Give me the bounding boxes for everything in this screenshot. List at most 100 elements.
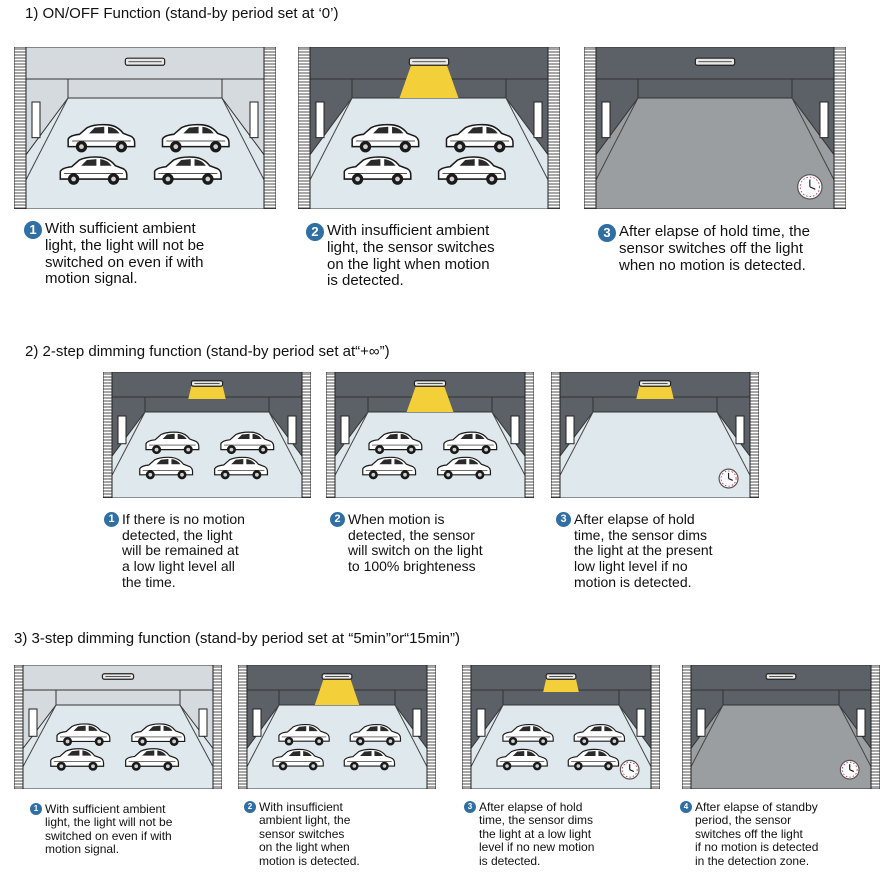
car-icon <box>139 456 194 480</box>
car-icon <box>214 456 269 480</box>
car-icon <box>272 748 324 771</box>
caption-line: ambient light, the <box>259 813 351 828</box>
caption-line: is detected. <box>327 272 404 290</box>
car-icon <box>59 156 128 185</box>
car-icon <box>145 431 200 455</box>
car-icon <box>131 723 186 746</box>
caption-line: sensor switches <box>259 826 345 841</box>
step-number-badge: 2 <box>244 801 256 813</box>
caption-line: With insufficient ambient <box>327 223 490 239</box>
garage-illustration-2-2 <box>326 372 534 498</box>
step-number-badge: 3 <box>598 224 616 242</box>
car-icon <box>343 748 396 771</box>
light-fixture-icon <box>101 673 135 680</box>
car-icon <box>437 456 492 480</box>
light-fixture-icon <box>408 57 450 66</box>
light-fixture-icon <box>638 380 672 387</box>
car-icon <box>445 123 514 153</box>
caption-line: time, the sensor dims <box>479 813 594 828</box>
caption-line: the light at a low light <box>479 826 592 841</box>
step-number-badge: 3 <box>464 801 476 813</box>
section-heading-1: 1) ON/OFF Function (stand-by period set … <box>25 5 339 22</box>
caption-line: With sufficient ambient <box>45 221 196 237</box>
caption-line: will be remained at <box>122 542 239 559</box>
caption-line: a low light level all <box>122 558 235 575</box>
car-icon <box>502 724 554 746</box>
step-number-badge: 1 <box>24 221 42 239</box>
caption-line: switched on even if with <box>45 253 204 271</box>
caption-line: time, the sensor dims <box>574 526 708 543</box>
caption-line: on the light when motion <box>327 255 490 273</box>
car-icon <box>125 748 180 771</box>
caption-line: After elapse of hold <box>574 512 695 527</box>
car-icon <box>368 431 423 455</box>
section-heading-3: 3) 3-step dimming function (stand-by per… <box>14 630 461 647</box>
caption-line: motion signal. <box>45 842 120 857</box>
garage-illustration-3-3 <box>462 665 660 789</box>
car-icon <box>362 456 417 480</box>
step-number-badge: 1 <box>104 512 119 527</box>
car-icon <box>278 724 330 746</box>
caption-line: motion is detected. <box>259 853 360 868</box>
caption-line: in the detection zone. <box>695 853 810 868</box>
car-icon <box>50 748 105 771</box>
car-icon <box>56 723 111 746</box>
caption-line: motion is detected. <box>574 573 692 590</box>
caption-line: After elapse of hold <box>479 801 583 814</box>
car-icon <box>220 431 275 455</box>
light-fixture-icon <box>124 57 166 66</box>
caption-line: After elapse of hold time, the <box>619 224 810 240</box>
car-icon <box>153 156 222 185</box>
caption-line: switches off the light <box>695 826 803 841</box>
clock-icon <box>619 759 640 780</box>
step-number-badge: 2 <box>330 512 345 527</box>
car-icon <box>67 123 136 153</box>
garage-illustration-3-1 <box>14 665 222 789</box>
caption-line: the time. <box>122 573 176 590</box>
garage-illustration-3-2 <box>238 665 436 789</box>
garage-illustration-1-1 <box>14 47 276 209</box>
clock-icon <box>797 174 823 200</box>
light-fixture-icon <box>321 673 353 680</box>
caption-line: sensor switches off the light <box>619 239 803 257</box>
car-icon <box>567 748 620 771</box>
caption-line: if no motion is detected <box>695 840 819 855</box>
caption-line: will switch on the light <box>348 542 483 559</box>
caption-line: When motion is <box>348 512 445 527</box>
step-number-badge: 3 <box>556 512 571 527</box>
car-icon <box>573 724 626 746</box>
light-fixture-icon <box>765 673 797 680</box>
garage-illustration-2-1 <box>103 372 311 498</box>
caption-line: period, the sensor <box>695 813 792 828</box>
clock-icon <box>718 468 739 489</box>
caption-line: switched on even if with <box>45 828 172 843</box>
car-icon <box>496 748 548 771</box>
light-fixture-icon <box>413 380 447 387</box>
car-icon <box>349 724 402 746</box>
step-number-badge: 2 <box>306 223 324 241</box>
caption-line: With sufficient ambient <box>45 803 166 816</box>
section-heading-2: 2) 2-step dimming function (stand-by per… <box>25 343 390 360</box>
caption-line: With insufficient <box>259 801 343 814</box>
caption-line: detected, the light <box>122 526 233 543</box>
garage-illustration-2-3 <box>551 372 759 498</box>
light-fixture-icon <box>545 673 577 680</box>
caption-line: to 100% brighteness <box>348 558 476 575</box>
caption-line: is detected. <box>479 853 541 868</box>
caption-line: on the light when <box>259 840 350 855</box>
caption-line: detected, the sensor <box>348 526 475 543</box>
car-icon <box>343 156 412 185</box>
car-icon <box>351 123 420 153</box>
caption-line: level if no new motion <box>479 840 595 855</box>
garage-illustration-1-2 <box>298 47 560 209</box>
car-icon <box>437 156 506 185</box>
